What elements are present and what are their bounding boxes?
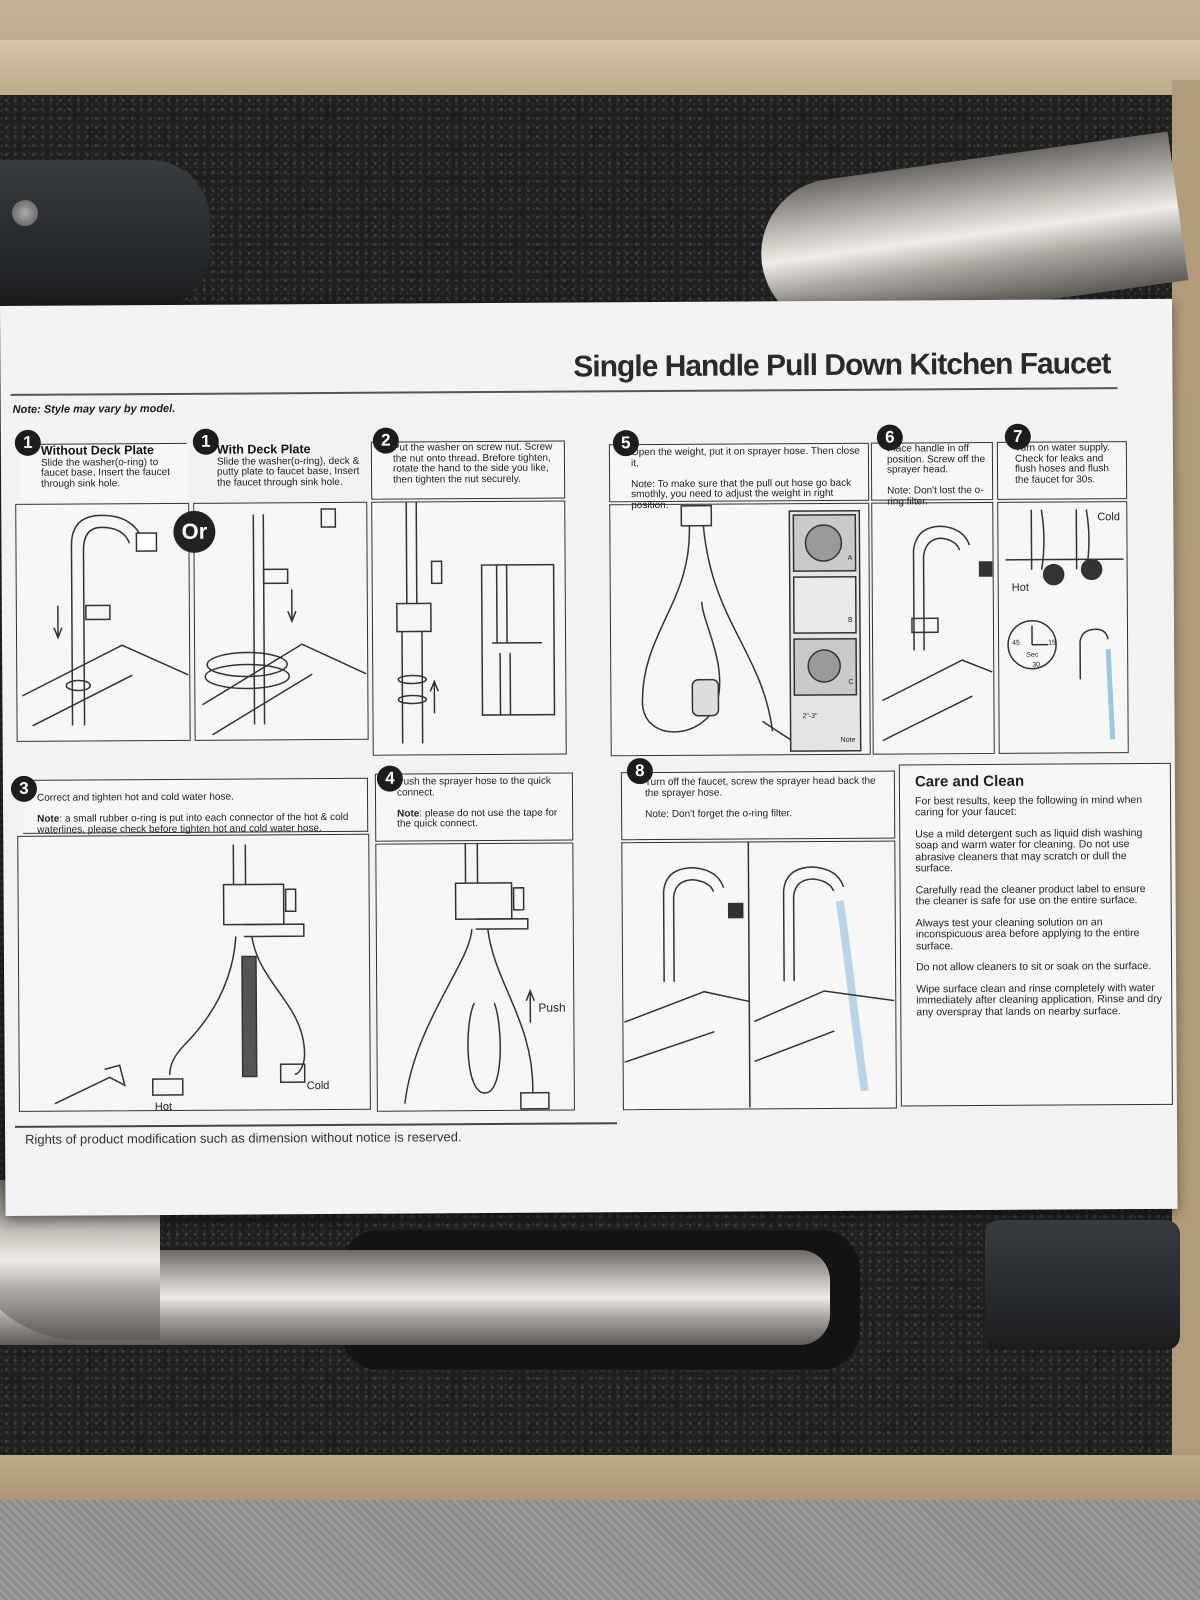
step-6-note: Note: Don't lost the o-ring filter. (887, 484, 984, 508)
box-lid-edge (0, 40, 1200, 100)
step-6-text: Place handle in off position. Screw off … (886, 443, 989, 508)
step-5-body: Open the weight, put it on sprayer hose.… (630, 445, 860, 469)
instruction-sheet: Single Handle Pull Down Kitchen Faucet N… (0, 298, 1178, 1216)
label-weight-b: B (847, 616, 853, 624)
sprayer-removal-illustration-6 (882, 525, 993, 742)
label-weight-c: C (848, 678, 854, 686)
label-hot-7: Hot (1011, 581, 1029, 594)
hose-weight-illustration-5 (641, 504, 862, 752)
carpet (0, 1500, 1200, 1600)
step-8-text: Turn off the faucet, screw the sprayer h… (644, 775, 887, 820)
label-timer-unit: Sec (1026, 651, 1039, 659)
label-timer-15: 15 (1048, 639, 1056, 647)
care-item: Use a mild detergent such as liquid dish… (915, 826, 1143, 875)
step-8-body: Turn off the faucet, screw the sprayer h… (644, 775, 876, 799)
step-1b-text: With Deck Plate Slide the washer(o-ring)… (216, 442, 363, 489)
step-4-body: Push the sprayer hose to the quick conne… (396, 775, 551, 799)
step-3-note: : a small rubber o-ring is put into each… (37, 811, 349, 836)
step-1a-text: Without Deck Plate Slide the washer(o-ri… (40, 443, 185, 490)
step-3-text: Correct and tighten hot and cold water h… (37, 792, 363, 836)
instruction-illustrations (22, 501, 1124, 1110)
sprayer-reattach-illustration-8 (624, 841, 895, 1108)
faucet-illustration-2 (396, 501, 556, 744)
care-item: Carefully read the cleaner product label… (915, 882, 1146, 908)
faucet-illustration-1b (202, 508, 367, 736)
step-4-note-label: Note (397, 807, 420, 820)
hose-connection-illustration-3 (54, 844, 306, 1105)
step-badge-3: 3 (10, 775, 38, 802)
step-4-note: : please do not use the tape for the qui… (397, 807, 558, 830)
label-push-4: Push (538, 1000, 566, 1015)
label-weight-dim: 2"-3" (802, 713, 818, 721)
faucet-illustration-1a (22, 514, 189, 727)
or-badge: Or (173, 510, 216, 553)
label-weight-a: A (847, 554, 853, 562)
care-item: Always test your cleaning solution on an… (915, 915, 1140, 952)
label-weight-note: Note (840, 736, 856, 744)
step-8-note: Note: Don't forget the o-ring filter. (645, 807, 793, 820)
step-4-text: Push the sprayer hose to the quick conne… (396, 775, 567, 831)
care-section: Care and Clean For best results, keep th… (914, 772, 1163, 1028)
step-6-body: Place handle in off position. Screw off … (886, 443, 986, 476)
water-supply-illustration-7 (1005, 509, 1124, 740)
step-7-text: Turn on water supply. Check for leaks an… (1014, 442, 1123, 486)
step-badge-1a: 1 (14, 429, 41, 456)
care-item: Wipe surface clean and rinse completely … (916, 981, 1163, 1018)
label-hot-3: Hot (154, 1100, 173, 1114)
step-5-note: Note: To make sure that the pull out hos… (631, 477, 852, 511)
step-1a-body: Slide the washer(o-ring) to faucet base,… (40, 456, 171, 490)
step-2-text: Put the washer on screw nut. Screw the n… (392, 441, 559, 486)
step-2-body: Put the washer on screw nut. Screw the n… (392, 441, 553, 486)
quick-connect-illustration-4 (404, 843, 550, 1110)
faucet-handle-part (0, 160, 210, 310)
footer-disclaimer: Rights of product modification such as d… (25, 1129, 462, 1147)
label-cold-7: Cold (1097, 511, 1120, 524)
label-timer-30: 30 (1032, 661, 1041, 669)
label-cold-3: Cold (306, 1080, 330, 1093)
step-1a-heading: Without Deck Plate (40, 443, 155, 458)
step-3-body: Correct and tighten hot and cold water h… (36, 791, 234, 804)
care-intro: For best results, keep the following in … (915, 793, 1143, 819)
step-5-text: Open the weight, put it on sprayer hose.… (630, 445, 863, 511)
care-title: Care and Clean (914, 772, 1025, 791)
faucet-base-part (985, 1220, 1180, 1350)
screw (12, 200, 38, 226)
step-3-note-label: Note (37, 813, 60, 825)
step-badge-1b: 1 (192, 428, 219, 455)
step-1b-body: Slide the washer(o-ring), deck & putty p… (216, 455, 360, 489)
step-1b-heading: With Deck Plate (216, 442, 311, 457)
care-item: Do not allow cleaners to sit or soak on … (916, 959, 1152, 974)
label-timer-45: 45 (1012, 639, 1020, 647)
step-7-body: Turn on water supply. Check for leaks an… (1014, 442, 1110, 486)
